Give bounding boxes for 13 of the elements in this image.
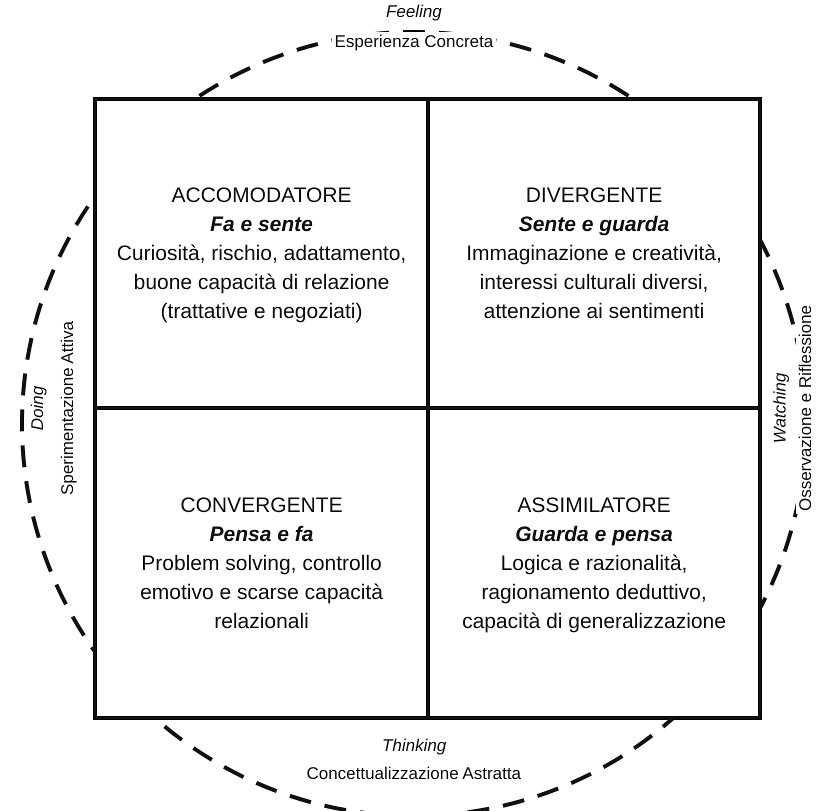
style-title: ASSIMILATORE <box>517 492 671 518</box>
style-motto: Sente e guarda <box>518 212 670 238</box>
style-motto: Pensa e fa <box>210 522 314 548</box>
style-description: Immaginazione e creatività, interessi culturali diversi, attenzione ai sentimenti <box>465 241 723 325</box>
style-motto: Guarda e pensa <box>515 522 673 548</box>
style-description: Curiosità, rischio, adattamento, buone capacità di relazione (trattative e negoziati) <box>116 241 408 325</box>
style-title: DIVERGENTE <box>526 183 662 209</box>
style-title: ACCOMODATORE <box>171 183 352 209</box>
style-motto: Fa e sente <box>210 212 313 238</box>
style-description: Logica e razionalità, ragionamento deduttivo, capacità di generalizzazione <box>461 550 727 634</box>
style-title: CONVERGENTE <box>180 492 343 518</box>
style-description: Problem solving, controllo emotivo e scarse capacità relazionali <box>139 550 384 634</box>
axis-pole-caption: Esperienza Concreta <box>332 32 496 52</box>
